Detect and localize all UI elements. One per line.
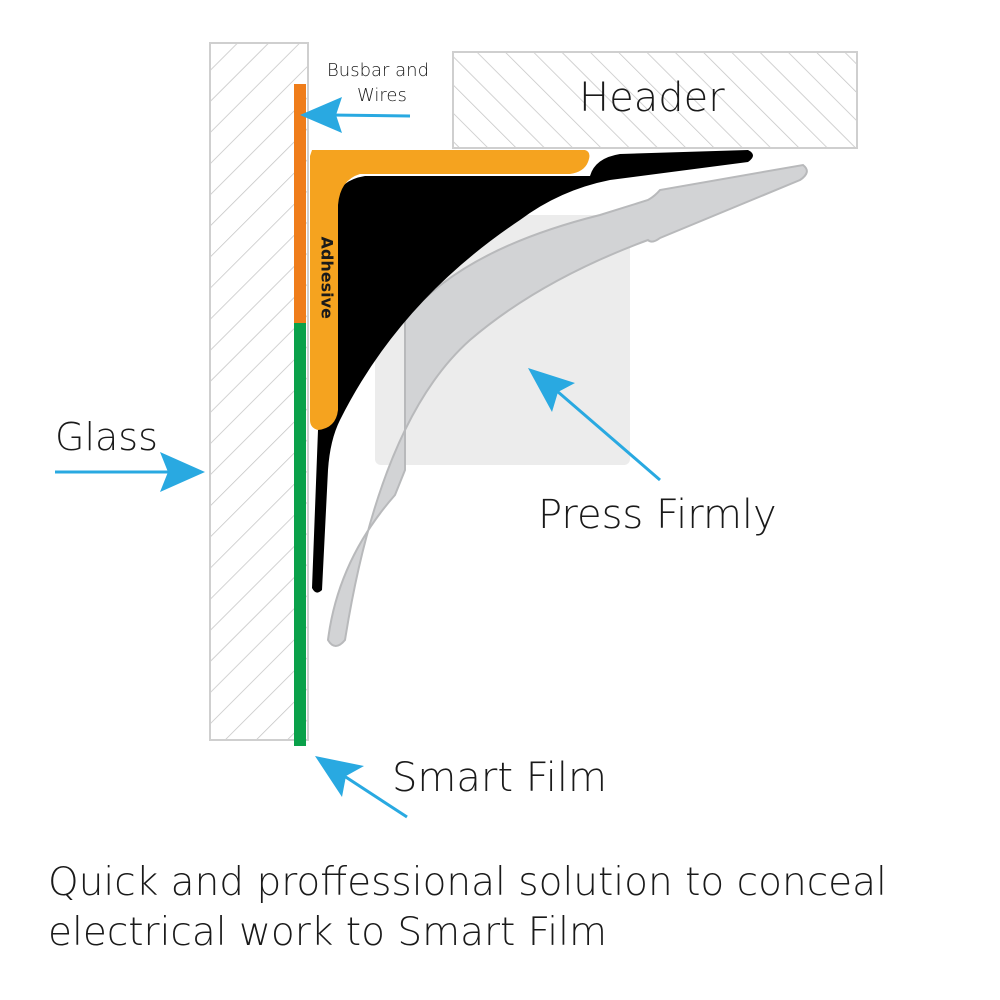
header-label: Header [579, 75, 725, 121]
smart-film-arrow [315, 756, 408, 819]
busbar-label-line1: Busbar and [327, 60, 430, 81]
smart-film-label: Smart Film [392, 755, 607, 801]
smart-film-strip [294, 323, 306, 746]
glass-pane [209, 42, 309, 741]
press-firmly-label: Press Firmly [538, 492, 777, 538]
profile-body [312, 150, 753, 593]
adhesive-strip [310, 150, 590, 430]
busbar-strip [294, 84, 306, 324]
glass-label: Glass [55, 415, 158, 459]
busbar-arrow [300, 97, 411, 133]
diffuser-cover [326, 163, 808, 647]
press-firmly-arrow [528, 368, 661, 482]
caption-line2: electrical work to Smart Film [48, 910, 607, 955]
glass-arrow [55, 452, 205, 492]
header-block [452, 51, 858, 149]
caption-line1: Quick and proffessional solution to conc… [48, 860, 887, 905]
busbar-label-line2: Wires [357, 85, 407, 106]
adhesive-label: Adhesive [317, 236, 337, 319]
